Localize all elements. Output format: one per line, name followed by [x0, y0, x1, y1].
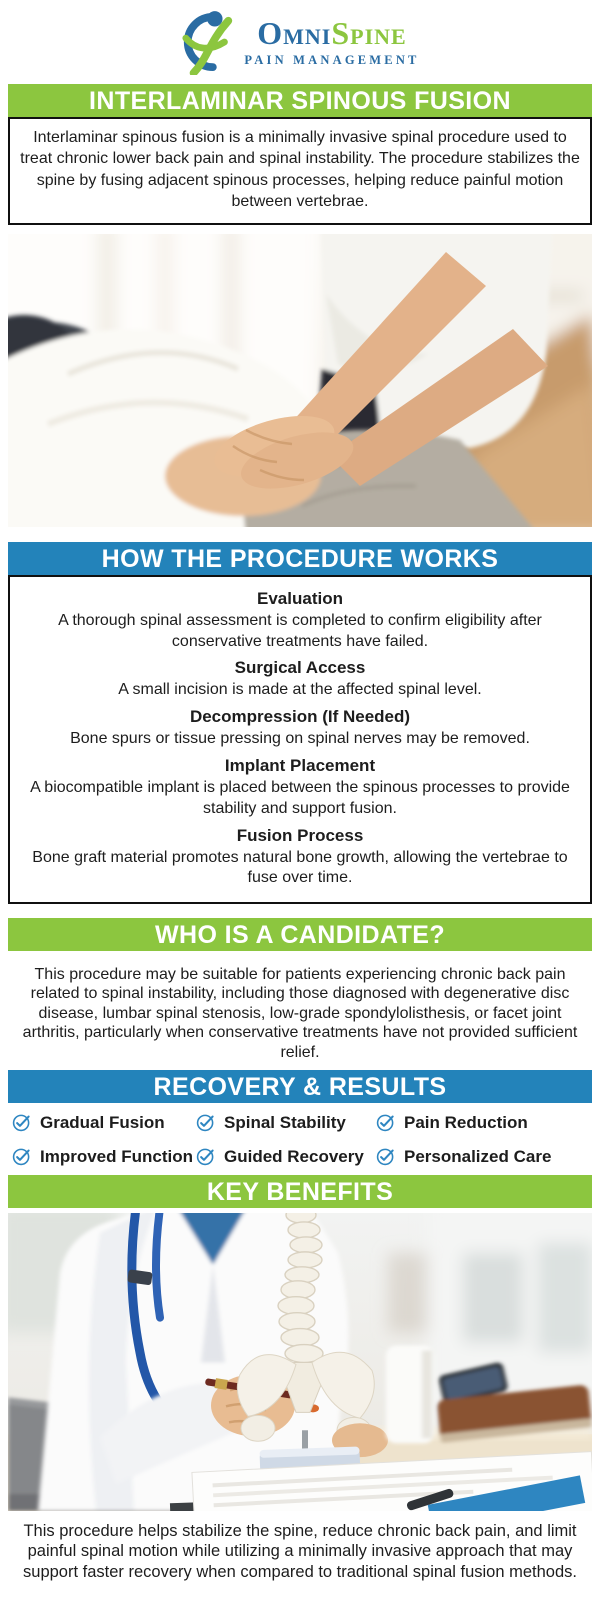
omnispine-figure-icon — [182, 11, 233, 75]
step-title-fusion-process: Fusion Process — [236, 825, 364, 845]
checklist-label: Spinal Stability — [224, 1112, 346, 1132]
check-circle-icon — [12, 1149, 30, 1166]
checklist-item-pain-reduction: Pain Reduction — [376, 1113, 592, 1133]
intro-text-box: Interlaminar spinous fusion is a minimal… — [8, 117, 592, 225]
checklist-item-spinal-stability: Spinal Stability — [196, 1113, 376, 1133]
check-circle-icon — [376, 1149, 394, 1166]
photo-doctor-spine-model — [8, 1212, 592, 1511]
brand-text: OmniSpine PAIN MANAGEMENT — [244, 17, 419, 67]
massage-scene-illustration — [8, 233, 592, 527]
step-body-surgical-access: A small incision is made at the affected… — [118, 681, 482, 699]
doctor-spine-illustration — [8, 1212, 592, 1511]
step-body-implant-placement: A biocompatible implant is placed betwee… — [30, 778, 570, 817]
procedure-steps-box: Evaluation A thorough spinal assessment … — [8, 574, 592, 905]
step-body-fusion-process: Bone graft material promotes natural bon… — [32, 848, 568, 887]
section-title-key-benefits: KEY BENEFITS — [8, 1174, 592, 1208]
step-title-implant-placement: Implant Placement — [224, 755, 376, 775]
checklist-label: Pain Reduction — [404, 1112, 528, 1132]
check-circle-icon — [196, 1115, 214, 1132]
benefits-paragraph: This procedure helps stabilize the spine… — [23, 1521, 577, 1581]
section-title-interlaminar-spinous-fusion: INTERLAMINAR SPINOUS FUSION — [8, 84, 592, 117]
checklist-label: Personalized Care — [404, 1146, 552, 1166]
candidate-paragraph: This procedure may be suitable for patie… — [22, 966, 578, 1061]
brand-header: OmniSpine PAIN MANAGEMENT — [0, 0, 600, 84]
check-circle-icon — [376, 1115, 394, 1132]
intro-paragraph: Interlaminar spinous fusion is a minimal… — [20, 129, 580, 211]
step-body-evaluation: A thorough spinal assessment is complete… — [58, 611, 542, 650]
check-circle-icon — [12, 1115, 30, 1132]
section-title-how-the-procedure-works: HOW THE PROCEDURE WORKS — [8, 541, 592, 575]
check-circle-icon — [196, 1149, 214, 1166]
step-title-decompression: Decompression (If Needed) — [189, 707, 411, 727]
recovery-checklist: Gradual Fusion Spinal Stability Pain Red… — [12, 1113, 592, 1167]
checklist-label: Gradual Fusion — [40, 1112, 165, 1132]
section-title-recovery-results: RECOVERY & RESULTS — [8, 1069, 592, 1103]
brand-tagline: PAIN MANAGEMENT — [244, 53, 420, 68]
step-body-decompression: Bone spurs or tissue pressing on spinal … — [70, 730, 530, 748]
photo-massage-scene — [8, 233, 592, 527]
step-title-evaluation: Evaluation — [257, 588, 343, 608]
checklist-item-personalized-care: Personalized Care — [376, 1147, 592, 1167]
brand-name-spine: Spine — [331, 15, 407, 52]
checklist-item-improved-function: Improved Function — [12, 1147, 196, 1167]
brand-name-omni: Omni — [257, 15, 332, 52]
checklist-label: Improved Function — [40, 1146, 193, 1166]
checklist-item-guided-recovery: Guided Recovery — [196, 1147, 376, 1167]
section-title-who-is-a-candidate: WHO IS A CANDIDATE? — [8, 918, 592, 952]
checklist-label: Guided Recovery — [224, 1146, 364, 1166]
checklist-item-gradual-fusion: Gradual Fusion — [12, 1113, 196, 1133]
step-title-surgical-access: Surgical Access — [234, 658, 366, 678]
